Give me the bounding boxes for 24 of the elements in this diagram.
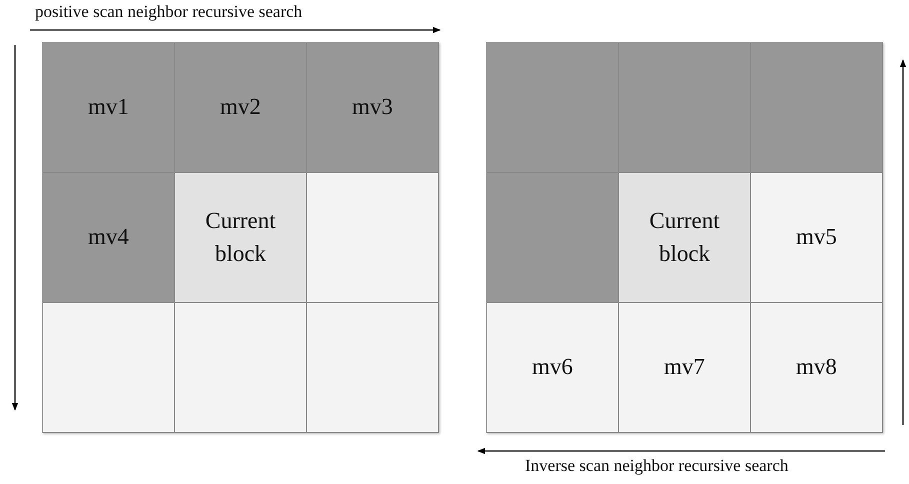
direction-caption: positive scan neighbor recursive search bbox=[35, 2, 302, 22]
cell-label: mv4 bbox=[88, 223, 129, 252]
cell-label: mv5 bbox=[796, 223, 837, 252]
direction-caption: Inverse scan neighbor recursive search bbox=[525, 456, 788, 476]
block-grid bbox=[42, 42, 439, 433]
cell-label: Current block bbox=[204, 207, 277, 268]
cell-label: mv3 bbox=[352, 93, 393, 122]
cell-label: mv7 bbox=[664, 353, 705, 382]
cell-label: mv1 bbox=[88, 93, 129, 122]
block-cell bbox=[619, 303, 751, 433]
cell-label: Current block bbox=[648, 207, 721, 268]
block-grid bbox=[486, 42, 883, 433]
cell-label: mv8 bbox=[796, 353, 837, 382]
cell-label: mv6 bbox=[532, 353, 573, 382]
cell-label: mv2 bbox=[220, 93, 261, 122]
block-cell bbox=[43, 173, 175, 303]
block-cell bbox=[751, 303, 883, 433]
block-cell bbox=[43, 43, 175, 173]
block-cell bbox=[751, 173, 883, 303]
block-cell bbox=[175, 43, 307, 173]
block-cell bbox=[619, 173, 751, 303]
block-cell bbox=[487, 303, 619, 433]
block-cell bbox=[307, 43, 439, 173]
block-cell bbox=[175, 173, 307, 303]
